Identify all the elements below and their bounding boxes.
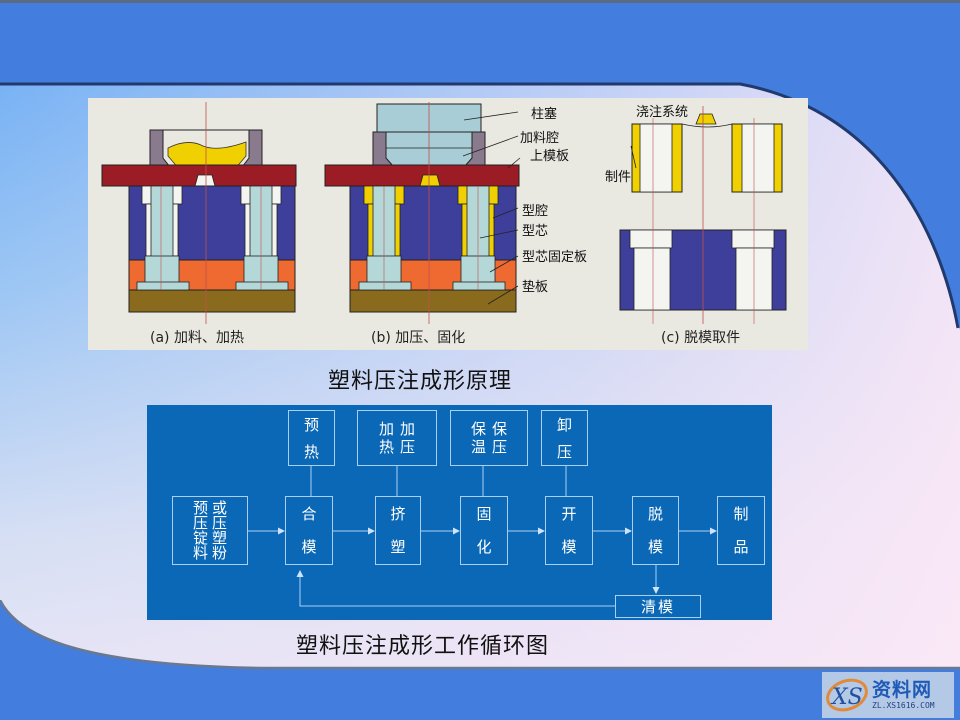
figure1-caption: 塑料压注成形原理 [328,369,513,394]
label-cavity: 型腔 [522,204,549,219]
box-product: 制品 [717,496,765,565]
label-gating-system: 浇注系统 [636,105,689,120]
panel-c-diagram [619,106,787,324]
label-backing-plate: 垫板 [522,280,549,295]
watermark-logo: XS 资料网 ZL.XS1616.COM [822,672,954,718]
flowchart-connectors [248,466,717,607]
box-hold-temp-press: 保保 温压 [450,410,528,466]
watermark-url: ZL.XS1616.COM [872,701,935,710]
molding-principle-figure: 柱塞 加料腔 上模板 型腔 型芯 型芯固定板 垫板 浇注系统 制件 (a) 加料… [88,98,808,350]
panel-c-label: (c) 脱模取件 [661,330,741,346]
box-extrude: 挤塑 [375,496,421,565]
work-cycle-flowchart: 预热 加加 热压 保保 温压 卸压 预或 压压 锭塑 料粉 合模 挤塑 固化 开… [147,405,772,620]
mold-diagram [101,102,787,324]
label-loading-chamber: 加料腔 [520,131,560,146]
box-clean-mold: 清模 [615,595,701,618]
watermark-title: 资料网 [872,679,933,701]
xs-logo-icon: XS [826,678,868,712]
box-material: 预或 压压 锭塑 料粉 [172,496,248,565]
box-close-mold: 合模 [285,496,333,565]
panel-b-label: (b) 加压、固化 [371,330,466,346]
top-edge [0,0,960,3]
svg-text:XS: XS [830,685,863,710]
label-plunger: 柱塞 [531,107,558,122]
label-upper-plate: 上模板 [530,149,570,164]
box-open-mold: 开模 [545,496,593,565]
bottom-decor-band [0,600,960,720]
panel-b-diagram [324,102,521,324]
box-cure: 固化 [460,496,508,565]
panel-a-diagram [101,102,297,324]
figure2-caption: 塑料压注成形工作循环图 [296,634,550,659]
box-heat-press: 加加 热压 [357,410,437,466]
label-part: 制件 [605,170,632,185]
panel-a-label: (a) 加料、加热 [150,330,244,346]
box-demold: 脱模 [632,496,679,565]
box-preheat: 预热 [288,410,335,466]
box-release-pressure: 卸压 [541,410,588,466]
label-core-fixing-plate: 型芯固定板 [522,250,588,265]
label-core: 型芯 [522,224,549,239]
